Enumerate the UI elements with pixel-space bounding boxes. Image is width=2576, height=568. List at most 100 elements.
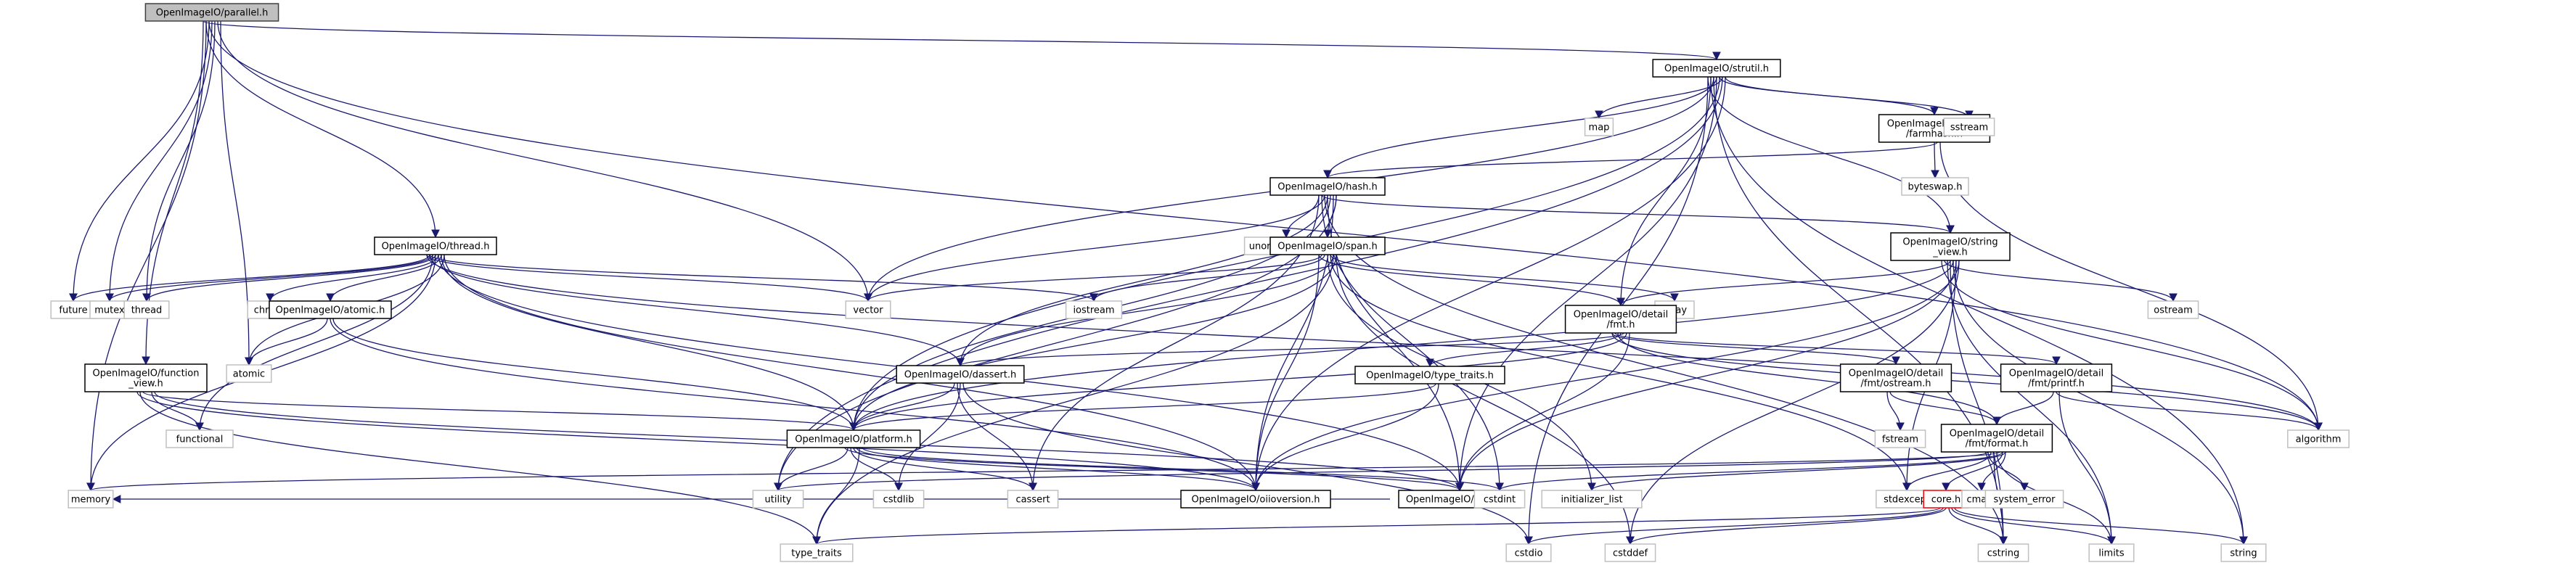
edge-strutil-to-hash <box>1323 76 1717 179</box>
edge-fmt_format-to-core <box>1942 451 2003 492</box>
node-box <box>872 490 925 509</box>
node-type-traits: type_traits <box>780 543 854 562</box>
edge-span-to-fmt <box>1318 254 1625 307</box>
node-oiioversion[interactable]: OpenImageIO/oiioversion.h <box>1180 490 1331 509</box>
edge-span-to-type_traits <box>812 254 1334 546</box>
node-box <box>1269 177 1386 196</box>
node-box <box>1977 543 2029 562</box>
node-box <box>780 543 854 562</box>
edge-fmt-to-dassert <box>956 332 1624 367</box>
node-fmt-ostream[interactable]: OpenImageIO/detail/fmt/ostream.h <box>1839 363 1953 392</box>
edge-fmt_ostream-to-fstream <box>1886 391 1905 432</box>
node-strutil[interactable]: OpenImageIO/strutil.h <box>1652 59 1781 78</box>
edge-span-to-cstddef <box>1336 254 1635 546</box>
node-future: future <box>50 300 97 319</box>
node-label: memory <box>71 495 111 506</box>
edge-platform-to-type_traits <box>812 447 860 546</box>
node-memory: memory <box>68 490 114 509</box>
node-type-traits-h[interactable]: OpenImageIO/type_traits.h <box>1354 366 1505 384</box>
node-limits: limits <box>2088 543 2135 562</box>
node-box <box>2147 300 2199 319</box>
node-dassert[interactable]: OpenImageIO/dassert.h <box>896 365 1025 384</box>
node-box <box>1180 490 1331 509</box>
node-fmt[interactable]: OpenImageIO/detail/fmt.h <box>1564 305 1677 334</box>
node-parallel[interactable]: OpenImageIO/parallel.h <box>144 3 279 22</box>
edge-thread_h-to-algorithm <box>426 254 2323 432</box>
edge-string_view-to-cstddef <box>1626 260 1960 546</box>
edge-parallel-to-thread_h <box>205 20 440 239</box>
node-label: stdexcept <box>1884 495 1930 506</box>
node-box <box>1874 429 1926 448</box>
node-label: cassert <box>1015 495 1050 506</box>
edge-parallel-to-future <box>69 20 210 302</box>
node-function-view[interactable]: OpenImageIO/function_view.h <box>84 363 208 392</box>
node-mutex: mutex <box>89 300 130 319</box>
edge-strutil-to-map <box>1595 76 1723 120</box>
node-cstdio: cstdio <box>1505 543 1552 562</box>
edge-platform-to-cstdint <box>862 447 1504 492</box>
edge-strutil-to-sstream <box>1725 76 1974 120</box>
edge-core-to-limits <box>1951 507 2116 546</box>
node-fmt-format[interactable]: OpenImageIO/detail/fmt/format.h <box>1940 424 2053 453</box>
node-label: OpenImageIO/function <box>93 369 200 379</box>
node-box <box>1007 490 1059 509</box>
node-label: thread <box>131 305 163 316</box>
edge-core-to-cstdio <box>1524 507 1944 546</box>
edge-platform-to-export <box>844 447 1464 492</box>
node-map: map <box>1584 118 1614 136</box>
edge-fmt-to-fmt_format <box>1617 332 2001 426</box>
node-atomic-h[interactable]: OpenImageIO/atomic.h <box>269 300 392 319</box>
edge-string_view-to-export <box>1455 260 1957 492</box>
node-span[interactable]: OpenImageIO/span.h <box>1269 236 1386 255</box>
node-label: OpenImageIO/detail <box>1574 310 1668 321</box>
node-box <box>144 3 279 22</box>
node-algorithm: algorithm <box>2287 429 2350 448</box>
node-cstring: cstring <box>1977 543 2029 562</box>
edge-thread_h-to-chrono <box>266 254 439 302</box>
edge-parallel-to-mutex <box>105 20 213 302</box>
edge-parallel-to-algorithm <box>208 20 2323 432</box>
node-label: core.h <box>1931 495 1961 506</box>
edge-thread_h-to-thread <box>142 254 436 302</box>
edge-fmt_format-to-utility <box>774 451 1989 492</box>
edge-dassert-to-platform <box>849 382 955 432</box>
node-hash[interactable]: OpenImageIO/hash.h <box>1269 177 1386 196</box>
edge-fmt_ostream-to-fmt_format <box>1889 391 2001 426</box>
node-box <box>1505 543 1552 562</box>
node-string: string <box>2220 543 2267 562</box>
edge-hash-to-string_view <box>1321 194 1955 234</box>
node-label: atomic <box>233 369 265 380</box>
node-label: /fmt/printf.h <box>2028 379 2085 390</box>
edge-atomic_h-to-platform <box>332 318 858 432</box>
node-platform[interactable]: OpenImageIO/platform.h <box>786 429 921 448</box>
edge-core-to-type_traits <box>812 507 1941 546</box>
edge-thread_h-to-iostream <box>429 254 1098 302</box>
edge-hash-to-dassert <box>956 194 1328 367</box>
node-core[interactable]: core.h <box>1923 490 1969 509</box>
edge-parallel-to-memory <box>86 20 207 492</box>
edge-strutil-to-string_view <box>1707 76 1955 234</box>
edge-function_view-to-type_traits <box>139 391 821 546</box>
edge-parallel-to-thread <box>142 20 216 302</box>
edge-string_view-to-string <box>1953 260 2248 546</box>
node-box <box>896 365 1025 384</box>
node-label: cstddef <box>1613 548 1648 559</box>
node-box <box>2220 543 2267 562</box>
edge-fmt-to-type_traits_h <box>1426 332 1622 368</box>
node-label: utility <box>765 495 792 506</box>
node-label: limits <box>2098 548 2125 559</box>
node-string-view[interactable]: OpenImageIO/string_view.h <box>1890 232 2011 261</box>
node-label: ostream <box>2154 305 2193 316</box>
node-thread-h[interactable]: OpenImageIO/thread.h <box>374 236 497 255</box>
edge-fmt-to-fmt_ostream <box>1611 332 1900 366</box>
edge-fmt_format-to-cmath <box>1977 451 2006 492</box>
node-fmt-printf[interactable]: OpenImageIO/detail/fmt/printf.h <box>2000 363 2113 392</box>
edge-hash-to-vector <box>864 194 1325 302</box>
node-box <box>2287 429 2350 448</box>
node-box <box>374 236 497 255</box>
edge-fmt_printf-to-limits <box>2058 391 2116 546</box>
node-box <box>2088 543 2135 562</box>
edge-parallel-to-vector <box>217 20 872 302</box>
node-label: vector <box>853 305 883 316</box>
edge-strutil-to-string <box>1710 76 2248 546</box>
